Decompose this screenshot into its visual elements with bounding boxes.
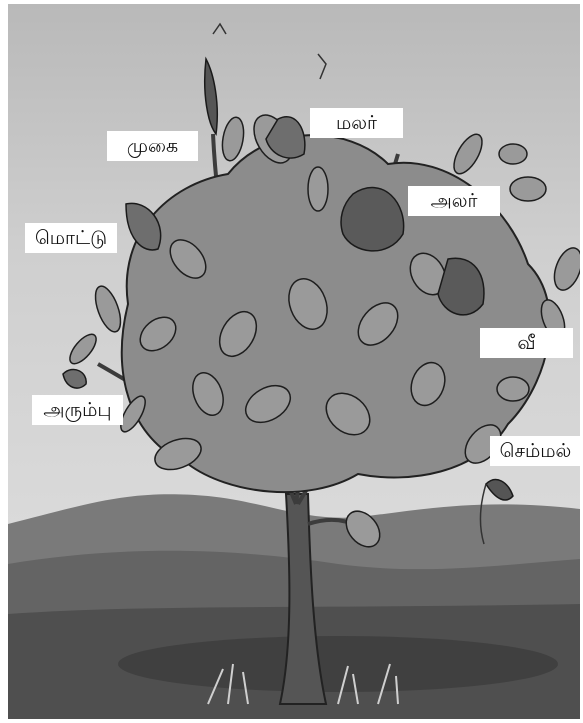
- label-arumbu: அரும்பு: [32, 395, 123, 425]
- wilted-semmal: [486, 480, 513, 500]
- tree-illustration: [8, 4, 580, 719]
- diagram-frame: [8, 4, 580, 719]
- label-mugai: முகை: [107, 131, 198, 161]
- tree-shadow: [118, 636, 558, 692]
- label-vee: வீ: [480, 328, 573, 358]
- label-semmal: செம்மல்: [490, 436, 581, 466]
- label-mottu: மொட்டு: [25, 223, 117, 253]
- label-malar: மலர்: [310, 108, 403, 138]
- bud-mugai: [205, 59, 218, 134]
- bud-mottu: [126, 203, 161, 250]
- label-alar: அலர்: [408, 186, 500, 216]
- bud-arumbu: [63, 369, 86, 388]
